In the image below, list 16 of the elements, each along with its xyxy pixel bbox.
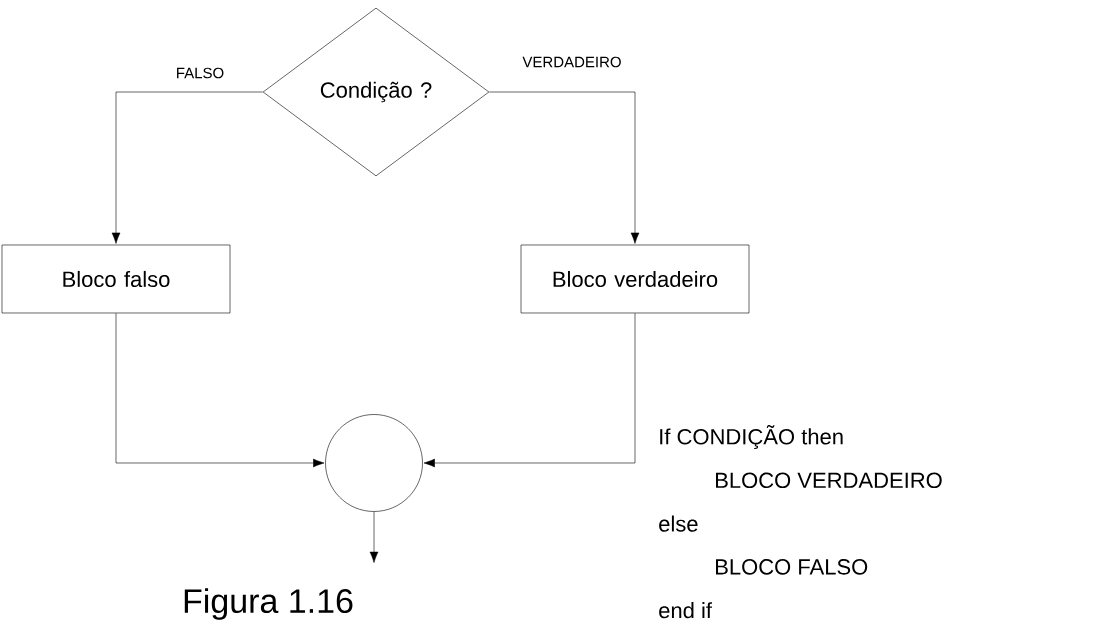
code-line: else xyxy=(659,515,698,532)
edge-label: VERDADEIRO xyxy=(522,56,621,68)
arrow xyxy=(115,313,325,468)
process-box: Bloco falso xyxy=(1,244,231,314)
code-line: BLOCO FALSO xyxy=(716,559,868,575)
arrow xyxy=(489,91,640,244)
arrow xyxy=(369,511,379,563)
process-box: Bloco verdadeiro xyxy=(520,244,750,314)
code-line: If CONDIÇÃO then xyxy=(660,425,843,449)
arrow xyxy=(111,91,263,244)
arrow xyxy=(423,313,636,468)
caption: Figura 1.16 xyxy=(184,588,353,620)
code-line: end if xyxy=(659,602,712,619)
edge-label: FALSO xyxy=(177,67,224,79)
code-line: BLOCO VERDADEIRO xyxy=(716,472,942,489)
connector-circle xyxy=(325,414,423,512)
